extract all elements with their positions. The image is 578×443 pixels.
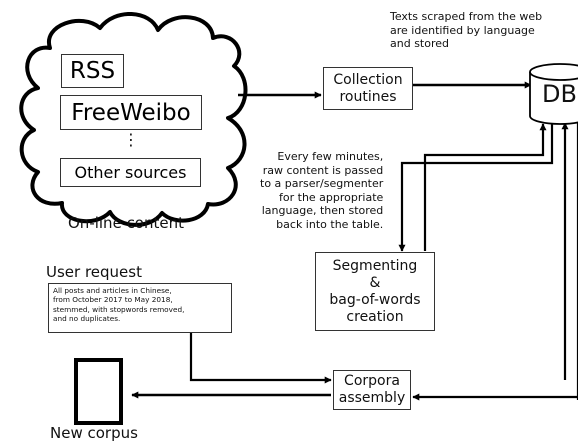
online-content-caption: On-line content (68, 214, 184, 232)
collection-routines-box: Collection routines (323, 67, 413, 110)
segmenting-label: Segmenting & bag-of-words creation (329, 257, 421, 325)
arrow-db-to-segmenting (398, 122, 554, 252)
arrow-request-to-corpora (189, 333, 332, 384)
user-request-text: All posts and articles in Chinese, from … (53, 286, 185, 324)
source-rss-box: RSS (61, 54, 124, 88)
source-other-box: Other sources (60, 158, 201, 187)
user-request-box: All posts and articles in Chinese, from … (48, 283, 232, 333)
source-rss-label: RSS (69, 58, 116, 84)
source-freeweibo-label: FreeWeibo (71, 99, 191, 126)
scrape-note: Texts scraped from the web are identifie… (390, 10, 543, 50)
source-freeweibo-box: FreeWeibo (60, 95, 202, 130)
segmenting-box: Segmenting & bag-of-words creation (315, 252, 435, 331)
db-label: DB (542, 80, 577, 108)
new-corpus-document (74, 358, 123, 425)
source-other-label: Other sources (74, 163, 187, 182)
corpora-assembly-box: Corpora assembly (333, 370, 411, 410)
new-corpus-label: New corpus (50, 424, 138, 442)
parse-note: Every few minutes, raw content is passed… (260, 150, 384, 231)
corpora-assembly-label: Corpora assembly (338, 373, 406, 406)
user-request-label: User request (46, 263, 142, 281)
db-cylinder (529, 63, 578, 125)
arrow-segmenting-to-db (423, 123, 547, 251)
arrow-db-to-corpora (570, 76, 578, 400)
collection-routines-label: Collection routines (333, 71, 403, 105)
sources-ellipsis: ⋮ (123, 130, 139, 149)
